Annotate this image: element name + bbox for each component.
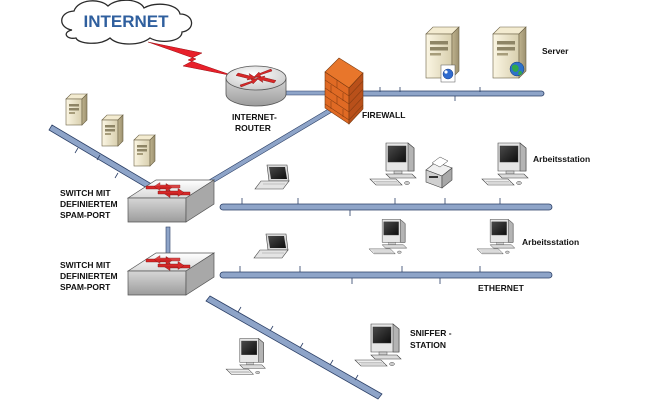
- sniffer-label-line1: SNIFFER -: [410, 328, 452, 338]
- network-switch-icon: [127, 252, 215, 296]
- desktop-computer-icon: [476, 219, 516, 255]
- router-label-line2: ROUTER: [235, 123, 271, 133]
- firewall-label: FIREWALL: [362, 110, 405, 120]
- bus-row-1: [219, 198, 553, 216]
- workstation2-label: Arbeitsstation: [522, 237, 579, 247]
- bus-row-2: [219, 266, 553, 284]
- network-switch-icon: [127, 179, 215, 223]
- desktop-computer-icon: [481, 142, 529, 186]
- desktop-computer-icon: [225, 338, 266, 375]
- desktop-computer-icon: [368, 219, 408, 255]
- server-label: Server: [542, 46, 569, 56]
- router-label-line1: INTERNET-: [232, 112, 277, 122]
- bus-server: [357, 87, 545, 101]
- switch1-label-line1: SWITCH MIT: [60, 188, 111, 198]
- internet-label: INTERNET: [84, 12, 170, 31]
- laptop-icon: [253, 233, 289, 259]
- switch2-label-line1: SWITCH MIT: [60, 260, 111, 270]
- desktop-computer-icon: [369, 142, 417, 186]
- switch1-label-line3: SPAM-PORT: [60, 210, 111, 220]
- ethernet-label: ETHERNET: [478, 283, 525, 293]
- printer-icon: [425, 156, 453, 189]
- server-tower-icon: [425, 26, 460, 83]
- server-tower-icon: [492, 26, 527, 79]
- sniffer-label-line2: STATION: [410, 340, 446, 350]
- switch1-label-line2: DEFINIERTEM: [60, 199, 118, 209]
- router-icon: [225, 65, 287, 107]
- laptop-icon: [254, 164, 290, 190]
- workstation1-label: Arbeitsstation: [533, 154, 590, 164]
- bus-sniffer: [205, 295, 383, 400]
- server-tower-icon: [101, 114, 124, 147]
- cloud-icon: INTERNET: [61, 0, 193, 45]
- desktop-computer-icon: [354, 323, 402, 367]
- switch2-label-line3: SPAM-PORT: [60, 282, 111, 292]
- server-tower-icon: [133, 134, 156, 167]
- lightning-icon: [147, 41, 235, 77]
- server-tower-icon: [65, 93, 88, 126]
- firewall-brick-icon: [324, 57, 364, 125]
- switch2-label-line2: DEFINIERTEM: [60, 271, 118, 281]
